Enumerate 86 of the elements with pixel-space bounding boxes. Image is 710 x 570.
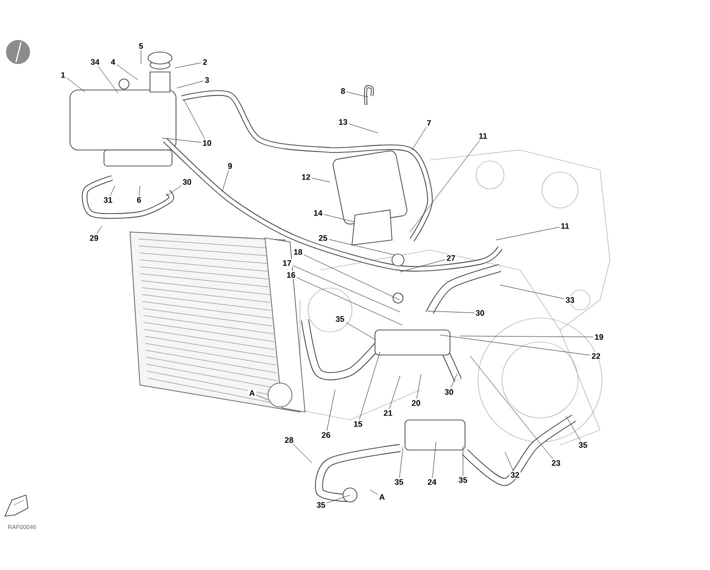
leader-line: [292, 265, 400, 312]
leader-line: [96, 226, 102, 234]
callout-number: 35: [315, 500, 327, 510]
callout-number: 18: [292, 248, 304, 256]
callout-number: 35: [577, 440, 589, 450]
callout-number: 30: [443, 388, 455, 396]
leader-line: [66, 78, 86, 92]
callout-number: 6: [136, 196, 142, 204]
callout-number: 22: [590, 352, 602, 360]
leader-line: [312, 178, 330, 182]
leader-line: [139, 186, 140, 196]
leader-line: [566, 416, 581, 441]
callout-number: 3: [204, 76, 210, 84]
callout-number: 30: [474, 308, 486, 318]
leader-line: [399, 446, 404, 478]
leader-line: [110, 186, 116, 196]
leader-line: [98, 66, 118, 94]
callout-number: 9: [226, 162, 234, 170]
leader-line: [440, 334, 590, 356]
callout-number: 12: [300, 173, 312, 181]
leader-line: [450, 374, 458, 388]
callout-number: 5: [138, 42, 144, 50]
leader-line: [324, 214, 356, 222]
leader-line: [496, 226, 560, 240]
leader-line: [462, 446, 464, 476]
leader-line: [166, 186, 182, 196]
callout-number: 30: [181, 178, 193, 186]
callout-number: 19: [593, 332, 605, 342]
callout-number: 27: [445, 254, 457, 262]
leader-line: [410, 140, 480, 232]
leader-line: [140, 50, 142, 64]
callout-number: 28: [283, 436, 295, 444]
leader-line: [326, 390, 336, 431]
callout-number: 2: [202, 58, 208, 66]
leader-line: [370, 490, 378, 495]
callout-number: 7: [426, 119, 432, 127]
callout-number: 14: [312, 209, 324, 217]
callout-number: 17: [281, 259, 293, 267]
leader-line: [500, 284, 564, 299]
callout-number: 20: [410, 398, 422, 408]
leader-line: [346, 92, 368, 98]
leader-line: [412, 126, 427, 150]
callout-number: 10: [201, 138, 213, 148]
leader-line: [346, 322, 376, 340]
leader-line: [504, 452, 514, 471]
leader-line: [470, 356, 553, 459]
leader-line: [116, 64, 138, 80]
leader-line: [424, 310, 474, 314]
callout-number: 1: [60, 71, 66, 79]
callout-number: 23: [550, 458, 562, 468]
callout-number: 33: [564, 296, 576, 304]
leader-line: [222, 170, 229, 192]
callout-number: 21: [382, 409, 394, 417]
leader-line: [176, 80, 204, 88]
callout-number: 13: [337, 118, 349, 126]
leader-line: [256, 394, 268, 400]
callout-number: 26: [320, 430, 332, 440]
leader-line: [296, 277, 402, 326]
leader-line: [359, 352, 380, 420]
leader-line: [400, 259, 446, 272]
leader-line: [174, 62, 202, 68]
callout-number: 34: [89, 58, 101, 66]
callout-number: A: [378, 493, 386, 501]
leader-line: [162, 138, 202, 143]
callout-number: 11: [560, 222, 570, 230]
callout-number: 35: [334, 314, 346, 324]
callout-number: 35: [457, 476, 469, 484]
callout-number: 15: [352, 420, 364, 428]
callout-number: 11: [478, 132, 488, 140]
leader-line: [389, 376, 400, 410]
callout-number: 29: [88, 234, 100, 242]
leader-line: [460, 336, 594, 338]
callout-number: 24: [426, 478, 438, 486]
callout-number: 35: [393, 478, 405, 486]
leader-line: [184, 100, 205, 140]
leader-line: [328, 239, 396, 256]
callout-number: 8: [340, 86, 346, 96]
callout-number: 31: [102, 196, 114, 204]
leader-line: [326, 494, 350, 504]
leader-line: [304, 254, 400, 300]
leader-line: [348, 124, 378, 134]
leader-line: [292, 444, 312, 464]
callout-number: 4: [110, 58, 116, 66]
leader-line: [432, 442, 436, 478]
leader-line: [416, 374, 422, 400]
callout-number: 25: [317, 234, 329, 242]
